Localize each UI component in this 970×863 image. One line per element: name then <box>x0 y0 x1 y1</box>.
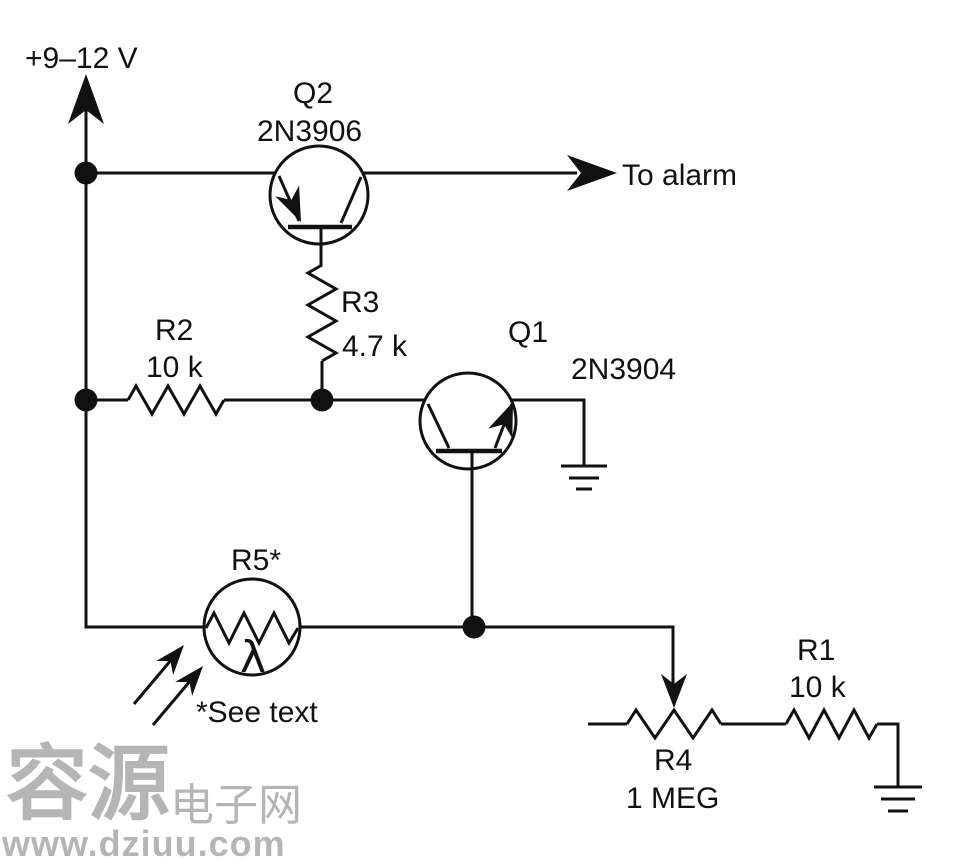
transistor-q1: Q1 2N3904 <box>418 316 676 620</box>
junction-dot <box>74 388 98 412</box>
watermark: 容源 电子网 www.dziuu.com <box>1 737 302 863</box>
transistor-q2-body <box>268 144 370 246</box>
junction-dot <box>310 388 334 412</box>
r4-value-label: 1 MEG <box>626 782 719 815</box>
q1-part-label: 2N3904 <box>571 353 676 386</box>
potentiometer-r4: R4 1 MEG <box>588 707 786 815</box>
light-ray-icon <box>132 637 193 705</box>
q2-collector-lead <box>339 176 363 224</box>
r1-ref-label: R1 <box>797 634 835 667</box>
ground-icon <box>874 785 922 813</box>
r2-ref-label: R2 <box>155 314 193 347</box>
power-rail: +9–12 V <box>25 42 204 629</box>
watermark-url: www.dziuu.com <box>1 823 286 863</box>
to-alarm-label: To alarm <box>622 159 737 192</box>
q1-emitter-arrow-icon <box>488 397 526 439</box>
photoresistor-r5: λ R5* *See text <box>132 544 318 729</box>
r4-ref-label: R4 <box>654 744 692 777</box>
transistor-q2: Q2 2N3906 <box>257 77 370 266</box>
q2-ref-label: Q2 <box>293 77 333 110</box>
resistor-r3: R3 4.7 k <box>304 263 408 396</box>
r3-ref-label: R3 <box>341 286 379 319</box>
r4-zigzag <box>625 707 723 741</box>
r5-ref-label: R5* <box>231 544 281 577</box>
r5-lambda-symbol: λ <box>240 632 266 683</box>
resistor-r1: R1 10 k <box>784 634 922 813</box>
see-text-footnote: *See text <box>196 696 318 729</box>
r3-zigzag <box>304 263 340 363</box>
junction-dot <box>462 615 486 639</box>
r3-value-label: 4.7 k <box>342 330 408 363</box>
sense-node-wire <box>300 615 687 708</box>
q2-part-label: 2N3906 <box>257 115 362 148</box>
wire-segment <box>300 625 675 684</box>
output-wire: To alarm <box>97 155 737 192</box>
light-ray-icon <box>151 658 212 726</box>
watermark-site-name: 容源 <box>6 737 170 832</box>
q2-emitter-arrow-icon <box>275 185 313 228</box>
q1-ref-label: Q1 <box>508 316 548 349</box>
resistor-r2: R2 10 k <box>97 314 425 418</box>
watermark-site-suffix: 电子网 <box>170 780 302 831</box>
r5-zigzag <box>204 609 300 647</box>
r2-value-label: 10 k <box>146 351 204 384</box>
power-rail-wire <box>84 100 204 629</box>
power-label: +9–12 V <box>25 42 138 75</box>
r1-ground-wire <box>877 722 900 786</box>
r1-value-label: 10 k <box>789 671 847 704</box>
junction-dot <box>74 161 98 185</box>
r1-zigzag <box>784 706 879 742</box>
ground-icon <box>561 464 607 491</box>
q1-collector-lead <box>426 403 451 449</box>
r2-zigzag <box>126 382 226 418</box>
q1-ground-wire <box>511 398 586 465</box>
transistor-q1-body <box>418 371 518 471</box>
